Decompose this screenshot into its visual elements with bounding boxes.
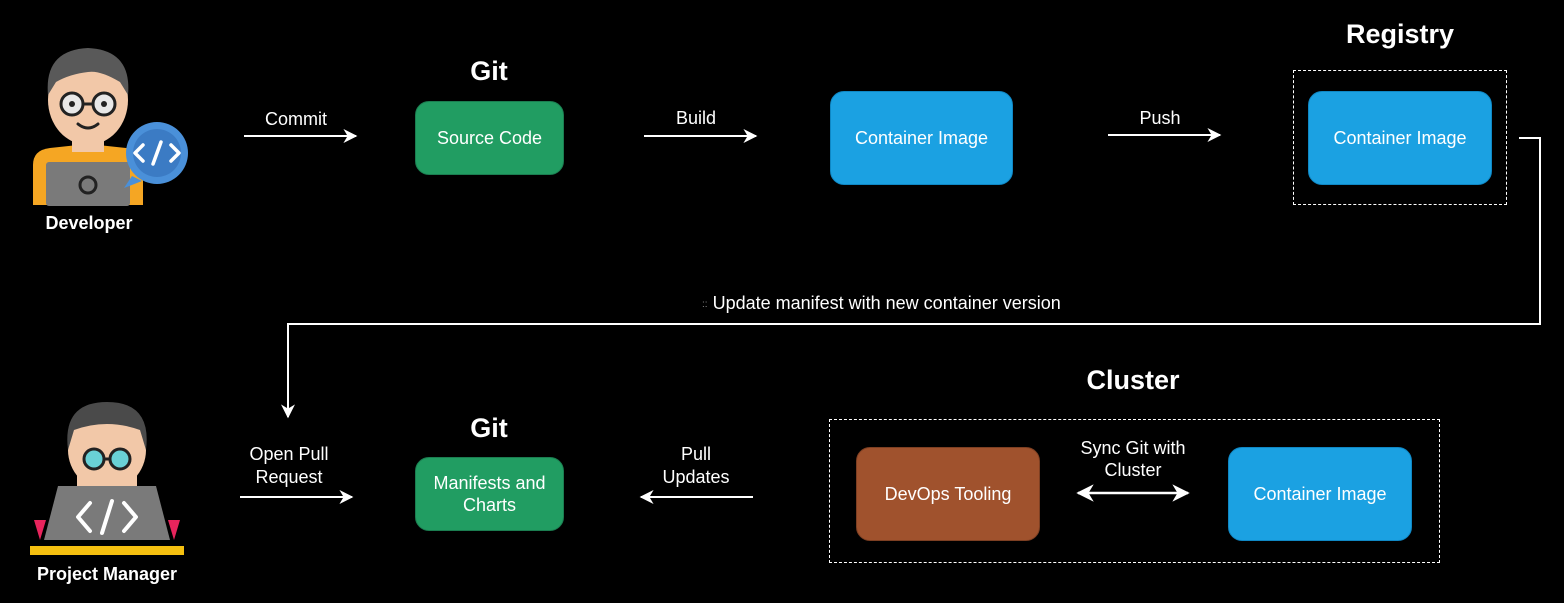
- registry-title: Registry: [1345, 19, 1455, 49]
- commit-label: Commit: [265, 109, 327, 129]
- update-manifest-connector: [281, 137, 1541, 419]
- laptop-code-icon: [76, 499, 138, 535]
- sync-label: Sync Git with Cluster: [1080, 438, 1186, 480]
- git-title-top: Git: [470, 56, 508, 86]
- cluster-group: [829, 419, 1440, 563]
- label-handle-icon: ::: [702, 298, 708, 310]
- manifests-node[interactable]: Manifests and Charts: [415, 457, 564, 531]
- developer-label: Developer: [45, 213, 133, 233]
- container-image-node[interactable]: Container Image: [830, 91, 1013, 185]
- update-manifest-label: :: Update manifest with new container ve…: [702, 293, 1102, 314]
- devops-tooling-node[interactable]: DevOps Tooling: [856, 447, 1040, 541]
- registry-group: [1293, 70, 1507, 205]
- push-label: Push: [1139, 108, 1181, 128]
- open-pr-label: Open Pull Request: [249, 444, 329, 487]
- project-manager-icon: [30, 402, 184, 555]
- build-label: Build: [675, 108, 717, 128]
- git-title-bottom: Git: [470, 413, 508, 443]
- project-manager-label: Project Manager: [36, 564, 178, 584]
- registry-image-node[interactable]: Container Image: [1308, 91, 1492, 185]
- developer-icon: [33, 48, 143, 206]
- cluster-image-node[interactable]: Container Image: [1228, 447, 1412, 541]
- update-manifest-text: Update manifest with new container versi…: [712, 293, 1061, 313]
- source-code-node[interactable]: Source Code: [415, 101, 564, 175]
- pull-updates-label: Pull Updates: [662, 444, 730, 487]
- code-bubble-icon: [124, 122, 188, 188]
- cluster-title: Cluster: [1086, 365, 1180, 395]
